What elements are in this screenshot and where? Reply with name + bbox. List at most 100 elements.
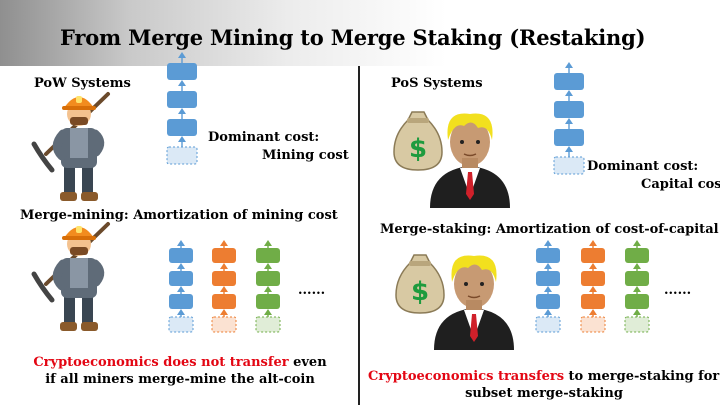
block: [581, 248, 605, 263]
arrow-head: [589, 286, 597, 292]
pow-cost-value: Mining cost: [262, 148, 349, 163]
block: [536, 271, 560, 286]
block: [169, 248, 193, 263]
pos-caption-line1: Cryptoeconomics transfers to merge-staki…: [368, 369, 720, 384]
arrow-head: [178, 136, 186, 142]
pow-caption-rest: even: [288, 355, 327, 370]
right-ellipsis: ......: [664, 283, 692, 298]
block: [167, 91, 197, 108]
block: [554, 73, 584, 90]
block: [256, 248, 280, 263]
pos-caption-highlight: Cryptoeconomics transfers: [368, 369, 565, 384]
arrow-head: [177, 263, 185, 269]
panel-divider: [358, 66, 360, 405]
arrow-head: [177, 286, 185, 292]
block: [169, 294, 193, 309]
merge-mining-chain-orange: [211, 240, 237, 333]
block: [536, 248, 560, 263]
merge-staking-chain-blue: [535, 240, 561, 333]
arrow-head: [264, 309, 272, 315]
arrow-head: [589, 240, 597, 246]
arrow-head: [633, 240, 641, 246]
arrow-head: [220, 286, 228, 292]
block: [625, 271, 649, 286]
pow-caption-highlight: Cryptoeconomics does not transfer: [33, 355, 289, 370]
arrow-head: [589, 309, 597, 315]
arrow-head: [264, 286, 272, 292]
pending-block: [166, 146, 198, 165]
pos-heading: PoS Systems: [391, 76, 483, 91]
block: [536, 294, 560, 309]
left-ellipsis: ......: [298, 283, 326, 298]
money-bag-icon: [395, 254, 445, 314]
blockchain-chains: [166, 52, 650, 333]
block: [212, 248, 236, 263]
miner-icon: [34, 94, 108, 201]
pow-cost-label: Dominant cost:: [208, 130, 320, 145]
pow-caption-line1: Cryptoeconomics does not transfer even: [10, 355, 350, 370]
merge-mining-chain-green: [255, 240, 281, 333]
arrow-head: [264, 263, 272, 269]
merge-staking-chain-green: [624, 240, 650, 333]
pending-block: [211, 316, 237, 333]
pending-block: [168, 316, 194, 333]
pending-block: [553, 156, 585, 175]
arrow-head: [178, 80, 186, 86]
arrow-head: [544, 240, 552, 246]
businessman-icon: [433, 254, 515, 351]
businessman-icon: [429, 112, 511, 209]
arrow-head: [589, 263, 597, 269]
arrow-head: [178, 108, 186, 114]
title-bar: [0, 0, 720, 66]
merge-mining-heading: Merge-mining: Amortization of mining cos…: [20, 208, 338, 223]
pos-cost-label: Dominant cost:: [587, 159, 699, 174]
block: [625, 248, 649, 263]
merge-staking-heading: Merge-staking: Amortization of cost-of-c…: [380, 222, 719, 237]
block: [256, 294, 280, 309]
arrow-head: [544, 263, 552, 269]
arrow-head: [264, 240, 272, 246]
block: [167, 119, 197, 136]
pending-block: [580, 316, 606, 333]
pos-chain: [553, 62, 585, 175]
arrow-head: [565, 90, 573, 96]
arrow-head: [177, 240, 185, 246]
block: [554, 101, 584, 118]
pos-caption-line2: subset merge-staking: [465, 386, 623, 401]
arrow-head: [177, 309, 185, 315]
pow-caption-line2: if all miners merge-mine the alt-coin: [45, 372, 315, 387]
block: [625, 294, 649, 309]
pending-block: [535, 316, 561, 333]
block: [212, 294, 236, 309]
arrow-head: [565, 118, 573, 124]
money-bag-icon: [393, 111, 443, 171]
block: [167, 63, 197, 80]
merge-mining-chain-blue: [168, 240, 194, 333]
block: [581, 294, 605, 309]
page-title: From Merge Mining to Merge Staking (Rest…: [60, 25, 646, 50]
arrow-head: [633, 309, 641, 315]
pos-cost-value: Capital cost: [641, 177, 720, 192]
merge-staking-chain-orange: [580, 240, 606, 333]
pow-chain: [166, 52, 198, 165]
pending-block: [624, 316, 650, 333]
arrow-head: [220, 240, 228, 246]
miner-icon: [34, 224, 108, 331]
block: [256, 271, 280, 286]
pos-caption-rest: to merge-staking for any: [568, 369, 720, 384]
arrow-head: [544, 309, 552, 315]
block: [554, 129, 584, 146]
pow-heading: PoW Systems: [34, 76, 131, 91]
arrow-head: [178, 52, 186, 58]
arrow-head: [633, 263, 641, 269]
arrow-head: [220, 263, 228, 269]
block: [169, 271, 193, 286]
arrow-head: [565, 146, 573, 152]
block: [581, 271, 605, 286]
pending-block: [255, 316, 281, 333]
block: [212, 271, 236, 286]
arrow-head: [544, 286, 552, 292]
arrow-head: [220, 309, 228, 315]
arrow-head: [565, 62, 573, 68]
